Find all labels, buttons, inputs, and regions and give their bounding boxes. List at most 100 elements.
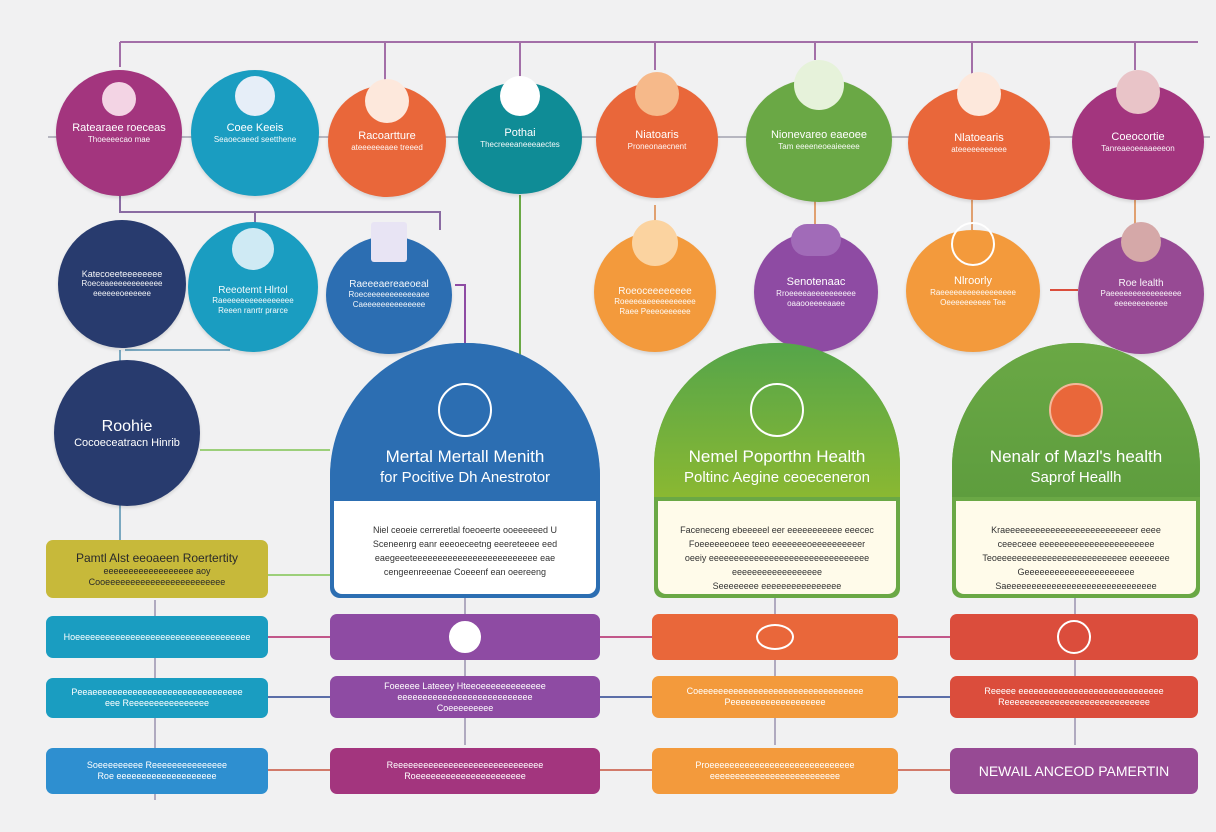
left-pill-1[interactable]: Hoeeeeeeeeeeeeeeeeeeeeeeeeeeeeeeeeeee xyxy=(46,616,268,658)
node-sub: Tanreaeoeeaaeeeon xyxy=(1101,143,1175,153)
col1-pill-3[interactable]: Reeeeeeeeeeeeeeeeeeeeeeeeeeeeee Roeeeeee… xyxy=(330,748,600,794)
node-mid-5[interactable]: Senotenaac Rroeeeeaeeeeeeeeee oaaooeeeea… xyxy=(754,224,878,352)
circle-icon xyxy=(1057,620,1091,654)
node-sub: Thecreeeaneeeaectes xyxy=(480,139,560,149)
node-title: Roe lealth xyxy=(1118,278,1164,289)
face-icon xyxy=(365,79,409,123)
col3-pill-1[interactable] xyxy=(950,614,1198,660)
pill-line: Coeeeeeeeeeeeeeeeeeeeeeeeeeeeeeeeee xyxy=(686,686,864,696)
box-title: Pamtl Alst eeoaeen Roertertity xyxy=(75,550,239,565)
node-title: Coee Keeis xyxy=(226,121,284,134)
dome-mental-health[interactable]: Mertal Mertall Menith for Pocitive Dh An… xyxy=(330,343,600,598)
dome-line: Geeeeeeeeeeeeeeeeeeeeee xyxy=(1017,567,1135,577)
face-icon xyxy=(635,72,679,116)
node-top-8[interactable]: Coeocortie Tanreaeoeeaaeeeon xyxy=(1072,70,1204,200)
node-title: Reeotemt Hlrtol xyxy=(218,285,288,296)
cloud-icon xyxy=(791,224,841,256)
col2-pill-2[interactable]: Coeeeeeeeeeeeeeeeeeeeeeeeeeeeeeeeee Peee… xyxy=(652,676,898,718)
pill-line: Soeeeeeeeee Reeeeeeeeeeeeeee xyxy=(86,760,228,770)
dome-subtitle: for Pocitive Dh Anestrotor xyxy=(379,469,551,486)
olive-box[interactable]: Pamtl Alst eeoaeen Roertertity eeeeeeeee… xyxy=(46,540,268,598)
dome-line: eaegeeeteeeeeeeeeeeeeeeeeeeeeeeee eae xyxy=(374,553,556,563)
node-top-2[interactable]: Coee Keeis Seaoecaeed seetthene xyxy=(191,70,319,196)
pill-line: Proeeeeeeeeeeeeeeeeeeeeeeeeeeeee xyxy=(695,760,855,770)
dome-positive-ageing[interactable]: Nemel Poporthn Health Poltinc Aegine ceo… xyxy=(654,343,900,598)
node-mid-7[interactable]: Roe lealth Paeeeeeeeeeeeeeeee eeeeeeeeee… xyxy=(1078,222,1204,354)
dome-line: Kraeeeeeeeeeeeeeeeeeeeeeeeeeer eeee xyxy=(991,525,1161,535)
left-pill-2[interactable]: Peeaeeeeeeeeeeeeeeeeeeeeeeeeeeeeee eee R… xyxy=(46,678,268,718)
dome-body: Kraeeeeeeeeeeeeeeeeeeeeeeeeeer eeee ceee… xyxy=(956,501,1196,594)
node-sub: Roeceaeeeeeeeeeeee xyxy=(81,279,163,288)
dome-title: Nenalr of Mazl's health xyxy=(989,447,1163,466)
dome-subtitle: Saprof Heallh xyxy=(1030,469,1122,486)
head-icon xyxy=(750,383,804,437)
head-icon xyxy=(500,76,540,116)
pill-line: eeeeeeeeeeeeeeeeeeeeeeeeeee xyxy=(397,691,533,702)
node-mid-6[interactable]: Nlroorly Raeeeeeeeeeeeeeeeee Oeeeeeeeeee… xyxy=(906,222,1040,352)
pill-line: Foeeeee Lateeey Hteeoeeeeeeeeeeeee xyxy=(384,680,546,691)
node-sub: Proneonaecnent xyxy=(627,141,687,151)
col2-pill-3[interactable]: Proeeeeeeeeeeeeeeeeeeeeeeeeeeeee eeeeeee… xyxy=(652,748,898,794)
dome-line: Seeeeeeee eeeeeeeeeeeeeeee xyxy=(712,581,842,591)
col3-pill-2[interactable]: Reeeee eeeeeeeeeeeeeeeeeeeeeeeeeeeee Ree… xyxy=(950,676,1198,718)
pill-line: eee Reeeeeeeeeeeeeeee xyxy=(104,698,210,708)
pill-line: eeeeeeeeeeeeeeeeeeeeeeeeee xyxy=(709,771,841,781)
dome-line: ceeeceee eeeeeeeeeeeeeeeeeeeeeee xyxy=(997,539,1155,549)
pill-line: Reeeee eeeeeeeeeeeeeeeeeeeeeeeeeeeee xyxy=(984,686,1164,696)
dome-line: Teoeeeeeeeeeeeeeeeeeeeeeeeeee eeeeeeee xyxy=(982,553,1170,563)
node-title: Roeoceeeeeeee xyxy=(618,286,692,297)
dome-title: Nemel Poporthn Health xyxy=(688,447,866,466)
pill-line: Roeeeeeeeeeeeeeeeeeeeeee xyxy=(404,771,526,781)
col1-pill-2[interactable]: Foeeeee Lateeey Hteeoeeeeeeeeeeeee eeeee… xyxy=(330,676,600,718)
dome-line: Niel ceoeie cerreretlal foeoeerte ooeeee… xyxy=(372,525,558,535)
node-title: Pothai xyxy=(504,126,536,139)
node-mid-1[interactable]: Katecoeeteeeeeeee Roeceaeeeeeeeeeeee eee… xyxy=(58,220,186,348)
dome-body: Faceneceng ebeeeeel eer eeeeeeeeeee eeec… xyxy=(658,501,896,594)
col2-pill-1[interactable] xyxy=(652,614,898,660)
pill-line: Roe eeeeeeeeeeeeeeeeeeee xyxy=(97,771,217,781)
node-sub: Thoeeeecao mae xyxy=(87,134,151,144)
dome-title: Mertal Mertall Menith xyxy=(385,447,545,466)
node-top-5[interactable]: Niatoaris Proneonaecnent xyxy=(596,72,718,198)
dome-line: Foeeeeeeoeee teeo eeeeeeeoeeeeeeeeeer xyxy=(688,539,866,549)
node-title: Roohie xyxy=(101,417,153,435)
face-icon xyxy=(1121,222,1161,262)
col1-pill-1[interactable] xyxy=(330,614,600,660)
pill-line: Hoeeeeeeeeeeeeeeeeeeeeeeeeeeeeeeeeeee xyxy=(63,631,251,642)
pill-line: Reeeeeeeeeeeeeeeeeeeeeeeeeeeeee xyxy=(386,760,544,770)
node-sub: Roeceeeeeeeeeeeaee xyxy=(348,290,430,299)
node-sub: ateeeeeeeeeee xyxy=(951,144,1007,154)
node-sub: ateeeeeeaee treeed xyxy=(351,142,423,152)
dome-line: Faceneceng ebeeeeel eer eeeeeeeeeee eeec… xyxy=(680,525,874,535)
brain-icon xyxy=(232,228,274,270)
col3-pill-3[interactable]: NEWAIL ANCEOD PAMERTIN xyxy=(950,748,1198,794)
node-top-3[interactable]: Racoartture ateeeeeeaee treeed xyxy=(328,79,446,197)
node-sub-2: eeeeeeeeeeee xyxy=(1114,299,1168,308)
node-mid-4[interactable]: Roeoceeeeeeee Roeeeeaeeeeeeeeeee Raee Pe… xyxy=(594,220,716,352)
dome-line: Sceneenrg eanr eeeoeceetng eeereteeee ee… xyxy=(372,539,558,549)
face-icon xyxy=(1116,70,1160,114)
dome-line: eeeeeeeeeeeeeeeeee xyxy=(731,567,823,577)
node-title: Ratearaee roeceas xyxy=(72,121,166,134)
node-left-big[interactable]: Roohie Cocoeceatracn Hinrib xyxy=(54,360,200,506)
smile-icon xyxy=(951,222,995,266)
node-mid-2[interactable]: Reeotemt Hlrtol Raeeeeeeeeeeeeeeee Reeen… xyxy=(188,222,318,352)
book-icon xyxy=(371,222,407,262)
node-top-7[interactable]: Nlatoearis ateeeeeeeeeee xyxy=(908,72,1050,200)
head-icon xyxy=(449,621,481,653)
node-sub: Raeeeeeeeeeeeeeeee xyxy=(212,296,294,305)
dome-support-health[interactable]: Nenalr of Mazl's health Saprof Heallh Kr… xyxy=(952,343,1200,598)
node-top-6[interactable]: Nionevareo eaeoee Tam eeeeneoeaieeeee xyxy=(746,60,892,202)
node-title: Nlatoearis xyxy=(954,131,1004,144)
left-pill-3[interactable]: Soeeeeeeeee Reeeeeeeeeeeeeee Roe eeeeeee… xyxy=(46,748,268,794)
node-title: Raeeeaereaeoeal xyxy=(349,279,429,290)
node-sub: Paeeeeeeeeeeeeeeee xyxy=(1100,289,1182,298)
node-top-4[interactable]: Pothai Thecreeeaneeeaectes xyxy=(458,76,582,194)
node-sub: Raeeeeeeeeeeeeeeeee xyxy=(930,287,1016,297)
person-icon xyxy=(235,76,275,116)
globe-icon xyxy=(794,60,844,110)
node-sub: Rroeeeeaeeeeeeeeee xyxy=(776,288,856,298)
node-top-1[interactable]: Ratearaee roeceas Thoeeeecao mae xyxy=(56,70,182,196)
node-mid-3[interactable]: Raeeeaereaeoeal Roeceeeeeeeeeeeaee Caeee… xyxy=(326,222,452,354)
flower-icon xyxy=(102,82,136,116)
